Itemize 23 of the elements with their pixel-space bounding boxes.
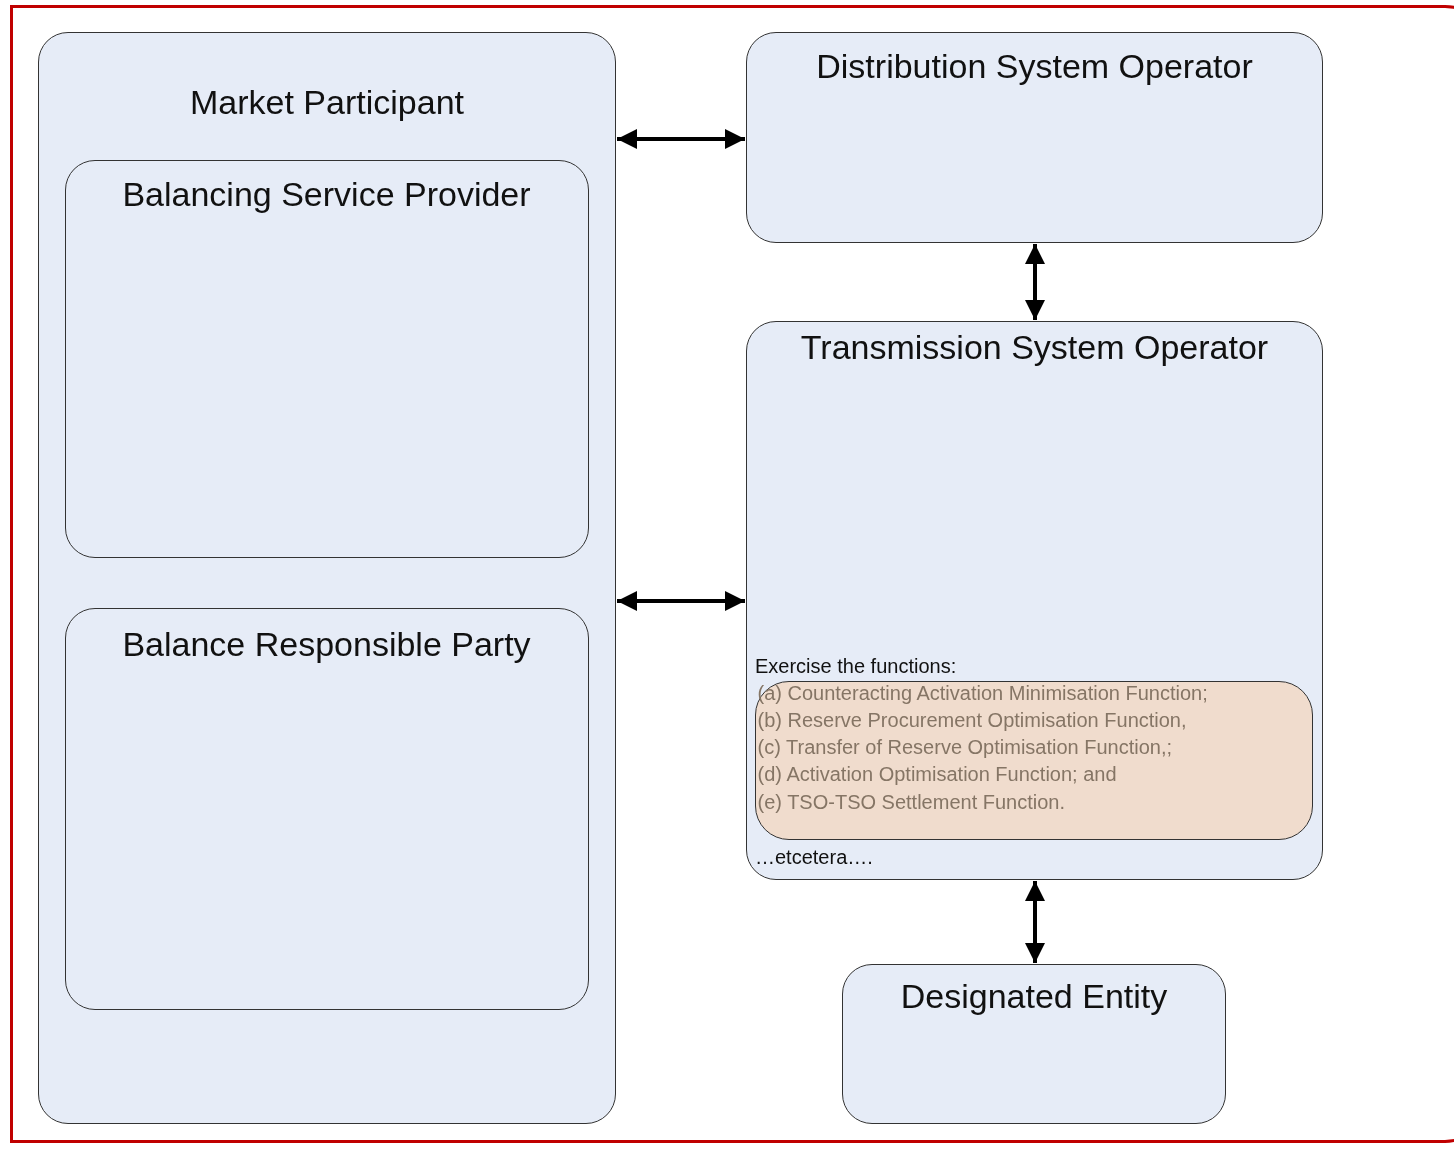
entity-box: [64, 607, 589, 1010]
etcetera-note: …etcetera….: [755, 846, 873, 869]
entity-box: [842, 964, 1226, 1124]
entity-title: Transmission System Operator: [799, 328, 1270, 367]
double-arrow: [617, 129, 745, 149]
entity-box: [746, 32, 1323, 243]
entity-title: Market Participant: [189, 83, 465, 122]
entity-box: [746, 321, 1323, 880]
entity-title: Designated Entity: [899, 977, 1169, 1016]
entity-title: Balancing Service Provider: [121, 174, 532, 214]
function-item: (d) Activation Optimisation Function; and: [757, 763, 1117, 787]
entity-title: Balance Responsible Party: [121, 624, 532, 664]
entity-box: [64, 159, 589, 558]
double-arrow: [1025, 244, 1045, 320]
entity-title: Distribution System Operator: [815, 47, 1254, 86]
functions-heading: Exercise the functions:: [755, 655, 957, 678]
functions-box: [754, 680, 1313, 840]
double-arrow: [1025, 881, 1045, 963]
function-item: (e) TSO-TSO Settlement Function.: [757, 790, 1065, 814]
double-arrow: [617, 591, 745, 611]
function-item: (b) Reserve Procurement Optimisation Function,: [757, 708, 1187, 732]
function-item: (c) Transfer of Reserve Optimisation Function,;: [757, 736, 1173, 760]
entity-box: [38, 32, 616, 1124]
